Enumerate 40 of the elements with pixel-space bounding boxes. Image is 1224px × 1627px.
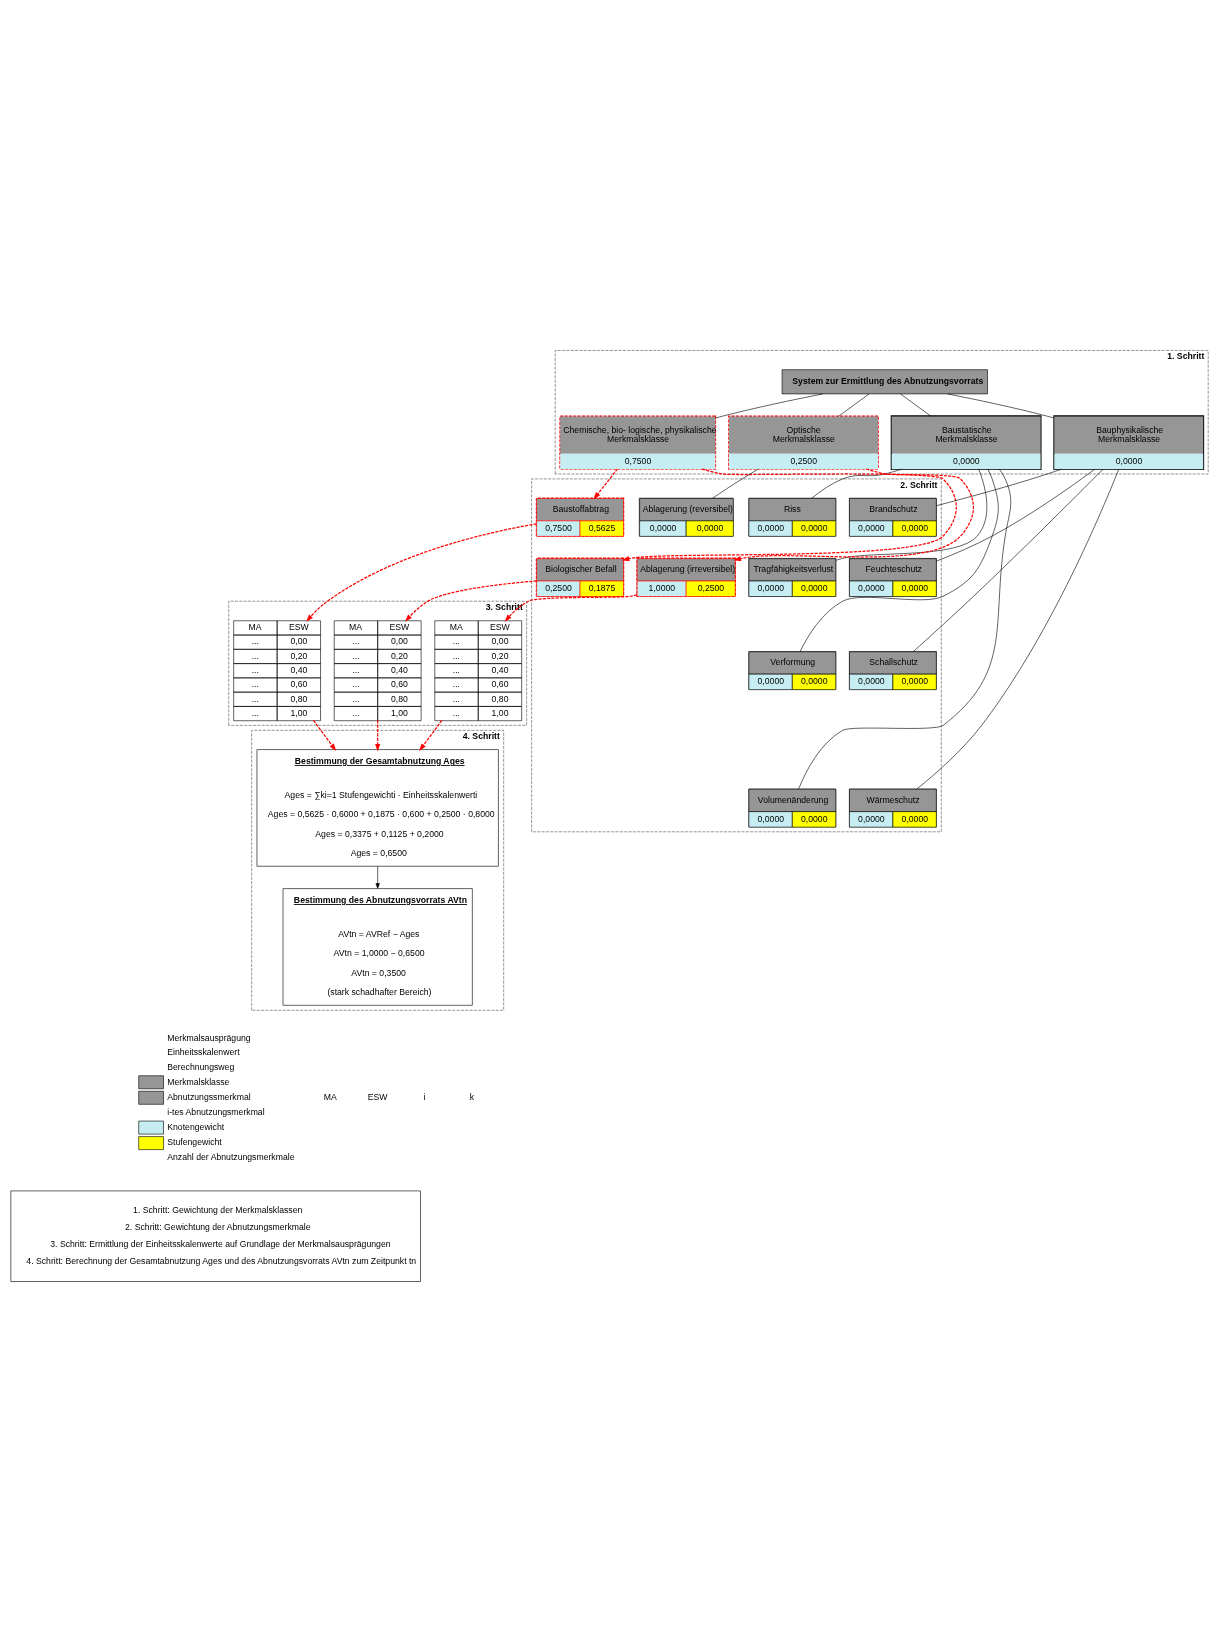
connector	[900, 393, 932, 417]
node-box: System zur Ermittlung des Abnutzungsvorrats	[781, 369, 988, 395]
arrow	[405, 580, 538, 622]
legend-label: Stufengewicht	[167, 1137, 222, 1148]
legend-label: i-tes Abnutzungsmerkmal	[167, 1106, 265, 1117]
legend-label: Berechnungsweg	[167, 1061, 235, 1072]
arrow	[306, 523, 538, 622]
legend-label: Einheitsskalenwert	[167, 1047, 240, 1058]
connector	[811, 468, 903, 499]
connector	[947, 393, 1055, 419]
arrow	[419, 719, 443, 752]
node-box: 1. Schritt: Gewichtung der Merkmalsklassen 2. Schritt: Gewichtung der Abnutzungsmerkmale 3. Schritt: Ermittlung der Einheitsskalenwerte auf Grundlage der Merkmalsausprägungen 4. Schritt: Berechnung der Gesamtabnutzung Ages und des Abnutzungsvorrats AVtn zum Zeitpunkt tn	[10, 1190, 421, 1282]
legend-label: Merkmalsklasse	[167, 1076, 230, 1087]
arrow	[375, 866, 380, 889]
connector	[838, 393, 870, 417]
node-box: Bestimmung der Gesamtabnutzung Ages Ages = ∑ki=1 Stufengewichti · Einheitsskalenwerti Ages = 0,5625 · 0,6000 + 0,1875 · 0,600 + 0,2500 · 0,8000 Ages = 0,3375 + 0,1125 + 0,2000 Ages = 0,6500	[256, 749, 499, 867]
connector	[715, 393, 824, 419]
arrow	[312, 719, 337, 751]
legend-label: Abnutzungssmerkmal	[167, 1092, 251, 1103]
arrow	[621, 468, 957, 562]
connector	[936, 468, 1063, 506]
legend-label: Anzahl der Abnutzungsmerkmale	[167, 1152, 295, 1163]
legend-label: Knotengewicht	[167, 1121, 225, 1132]
connector	[712, 468, 759, 499]
arrow	[733, 468, 975, 562]
connector	[798, 468, 1012, 790]
arrow	[504, 594, 638, 622]
label: k	[469, 1092, 475, 1103]
connector	[835, 468, 988, 561]
connector	[916, 468, 1120, 790]
connector	[913, 468, 1104, 652]
node-box: Bestimmung des Abnutzungsvorrats AVtn AVtn = AVRef − Ages AVtn = 1,0000 − 0,6500 AVtn = 0,3500 (stark schadhafter Bereich)	[282, 888, 473, 1006]
label: i	[423, 1092, 426, 1103]
connector	[936, 468, 1096, 562]
label: ESW	[367, 1092, 388, 1103]
label: MA	[323, 1092, 337, 1103]
legend-label: Merkmalsausprägung	[167, 1033, 251, 1044]
arrow	[375, 719, 381, 752]
connector	[799, 468, 999, 652]
arrow	[593, 468, 619, 500]
